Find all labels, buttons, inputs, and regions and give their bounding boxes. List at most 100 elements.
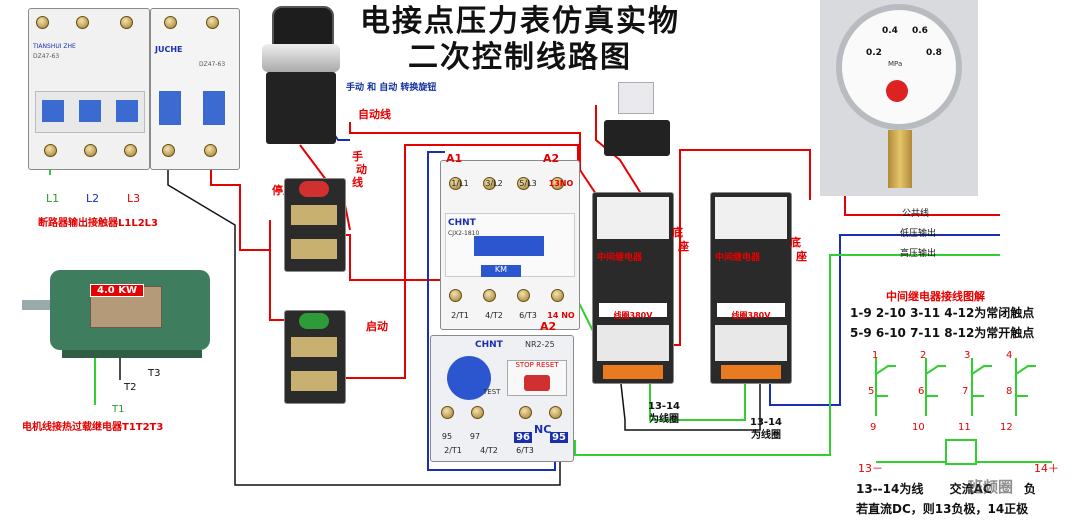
contactor-window (474, 236, 544, 256)
breaker-model-left: DZ47-63 (33, 53, 60, 60)
relay2-base-char-1: 底 (790, 236, 801, 249)
contactor-term-14no: 14 NO (547, 311, 575, 320)
contactor-term-6t3: 6/T3 (519, 311, 537, 320)
overload-term-2t1: 2/T1 (444, 446, 462, 455)
overload-dial[interactable] (447, 356, 491, 400)
title-line-1: 电接点压力表仿真实物 (360, 4, 680, 39)
overload-brand: CHNT (475, 340, 503, 350)
gauge-face: 0.2 0.4 0.6 0.8 MPa (836, 4, 962, 130)
selector-body (266, 72, 336, 144)
overload-terminal-strip (441, 406, 569, 426)
contactor-model: CJX2-1810 (448, 230, 480, 237)
gauge-needle-hub (886, 80, 908, 102)
pressure-gauge-photo: 0.2 0.4 0.6 0.8 MPa (820, 0, 978, 196)
overload-reset-button[interactable] (524, 375, 550, 391)
legend-num-2: 2 (920, 350, 927, 361)
contactor: 1/L1 3/L2 5/L3 13NO CHNT CJX2-1810 KM 2/… (440, 160, 580, 330)
start-button[interactable] (284, 310, 346, 404)
legend-note-1b: 交流AC (949, 482, 992, 496)
legend-num-11: 11 (958, 422, 971, 433)
legend-num-12: 12 (1000, 422, 1013, 433)
contactor-bottom-terminal-strip (445, 289, 573, 311)
relay2-name: 中间继电器 (715, 253, 761, 263)
screw (206, 16, 219, 29)
legend-num-3: 3 (964, 350, 971, 361)
screw (162, 144, 175, 157)
contactor-term-4t2: 4/T2 (485, 311, 503, 320)
overload-96-label: 96 (514, 432, 532, 443)
motor-t2: T2 (124, 382, 137, 393)
relay1-coil: 线圈380V (613, 311, 653, 320)
screw (517, 289, 530, 302)
legend-coil-minus: 13－ (858, 462, 883, 475)
selector-switch[interactable] (258, 6, 344, 146)
relay2-base-char-2: 座 (796, 250, 807, 263)
circuit-breaker-group: TIANSHUI ZHE DZ47-63 JUCHE DZ47-63 (28, 8, 240, 170)
breaker-l1: L1 (46, 192, 60, 205)
legend-note-1c: 负 (1023, 482, 1036, 496)
contactor-a2-top-label: A2 (543, 152, 560, 165)
contactor-brand: CHNT (448, 218, 476, 228)
screw (204, 144, 217, 157)
motor-caption: 电机线接热过载继电器T1T2T3 (22, 422, 164, 433)
start-contact (291, 337, 337, 357)
overload-95: 95 (552, 432, 566, 443)
motor-power-badge: 4.0 KW (90, 284, 144, 297)
selector-caption: 手动 和 自动 转换旋钮 (346, 83, 437, 93)
screw (449, 177, 462, 190)
stop-button[interactable] (284, 178, 346, 272)
gauge-scale-2: 0.4 (882, 26, 898, 36)
screw (551, 177, 564, 190)
motor-power: 4.0 KW (97, 285, 137, 296)
toggle-1[interactable] (42, 100, 64, 122)
breaker-toggles-left[interactable] (35, 91, 145, 133)
screw (44, 144, 57, 157)
legend-num-9: 9 (870, 422, 877, 433)
start-cap[interactable] (299, 313, 329, 329)
overload-test[interactable]: TEST (483, 388, 501, 396)
contactor-term-5l3: 5/L3 (519, 179, 537, 188)
gauge-stem (888, 130, 912, 188)
contactor-term-1l1: 1/L1 (451, 179, 469, 188)
overload-stop-reset[interactable]: STOP RESET (515, 361, 559, 369)
toggle-2[interactable] (79, 100, 101, 122)
gauge-low-label: 低压输出 (900, 229, 937, 239)
overload-nc-label: NC (534, 423, 552, 436)
legend-line-1: 1-9 2-10 3-11 4-12为常闭触点 (850, 306, 1035, 320)
toggle-5[interactable] (203, 91, 225, 125)
screw (551, 289, 564, 302)
motor-shaft (22, 300, 52, 310)
contactor-km: KM (494, 265, 508, 274)
relay2-coil-note: 13-14 为线圈 (750, 416, 782, 442)
screw (441, 406, 454, 419)
relay-socket (604, 120, 670, 156)
toggle-3[interactable] (116, 100, 138, 122)
overload-term-97: 97 (469, 432, 481, 441)
legend-coil-plus: 14＋ (1034, 462, 1059, 475)
overload-relay: CHNT NR2-25 TEST STOP RESET 95 97 2/T1 4… (430, 335, 574, 462)
legend-note-1: 13--14为线 交流AC 负 (856, 480, 1036, 497)
contactor-a2-bottom-label: A2 (540, 320, 557, 333)
relay2-coil-note-2: 为线圈 (750, 430, 781, 441)
relay1-base-char-2: 座 (678, 240, 689, 253)
toggle-4[interactable] (159, 91, 181, 125)
relay1-base-char-1: 底 (672, 226, 683, 239)
screw (549, 406, 562, 419)
relay1-coil-note: 13-14 为线圈 (648, 400, 680, 426)
auto-wire-label: 自动线 (358, 108, 391, 121)
stop-cap[interactable] (299, 181, 329, 197)
legend-num-7: 7 (962, 386, 969, 397)
breaker-3-pole: TIANSHUI ZHE DZ47-63 (28, 8, 150, 170)
motor-t3: T3 (148, 368, 161, 379)
contactor-term-2t1: 2/T1 (451, 311, 469, 320)
selector-bezel (262, 44, 340, 72)
contactor-term-13no: 13NO (548, 179, 574, 188)
gauge-scale-1: 0.2 (866, 48, 882, 58)
screw (519, 406, 532, 419)
overload-term-95: 95 (441, 432, 453, 441)
legend-num-4: 4 (1006, 350, 1013, 361)
overload-term-6t3: 6/T3 (516, 446, 534, 455)
relay1-coil-note-2: 为线圈 (648, 414, 679, 425)
screw (120, 16, 133, 29)
contactor-top-terminal-strip (445, 173, 573, 195)
